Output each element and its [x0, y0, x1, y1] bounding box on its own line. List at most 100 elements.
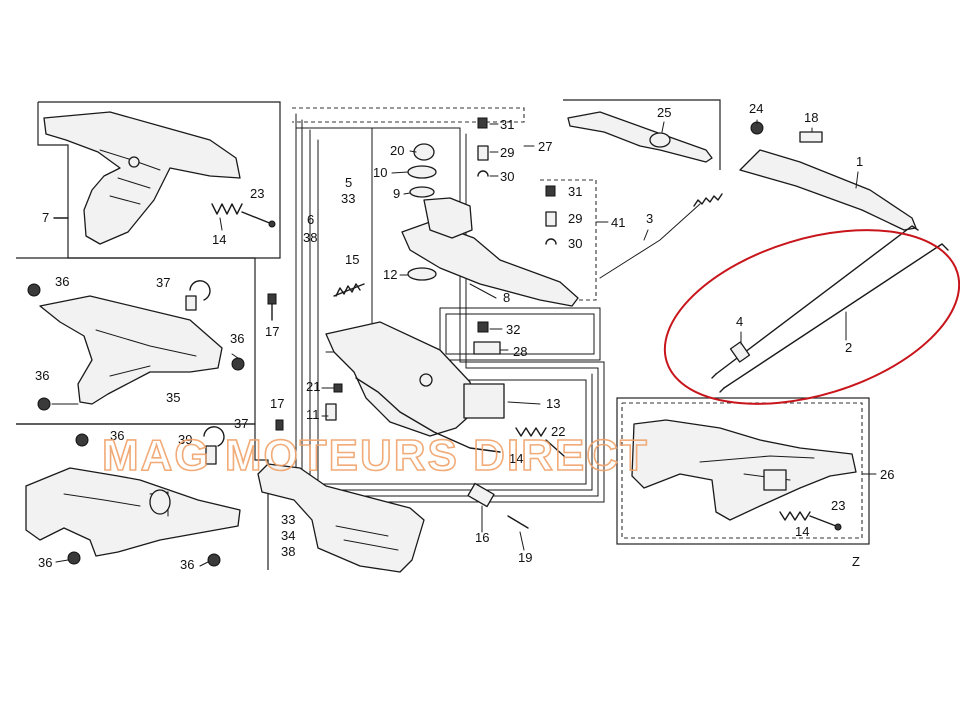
clamp-28: [473, 341, 501, 355]
harness-box-8-inner: [445, 313, 595, 355]
callout-c29a: 29: [500, 145, 514, 160]
screw-36-a: [27, 283, 41, 297]
cover-39: [25, 426, 241, 567]
callout-c9: 9: [393, 186, 400, 201]
leader-8: [469, 283, 497, 299]
callout-c11: 11: [306, 407, 320, 422]
callout-c1: 1: [856, 154, 863, 169]
callout-c14c: 14: [795, 524, 809, 539]
callout-c2: 2: [845, 340, 852, 355]
bolt-22: [545, 439, 565, 457]
screw-36-d: [75, 433, 89, 447]
leader-3: [643, 229, 649, 241]
callout-c34: 34: [281, 528, 295, 543]
callout-c22: 22: [551, 424, 565, 439]
lever-25-body: [567, 111, 713, 163]
leader-1: [855, 171, 859, 189]
plate-33: [257, 463, 425, 573]
cover-35-detail: [95, 329, 197, 377]
console-wire: [355, 377, 501, 453]
screw-36-c: [37, 397, 51, 411]
rod-2: [663, 225, 960, 405]
pivot-post: [419, 373, 433, 387]
cover-26: [631, 419, 877, 531]
lever-1: [739, 119, 917, 231]
washer-9: [409, 186, 435, 198]
callout-c38b: 38: [281, 544, 295, 559]
callout-c23a: 23: [250, 186, 264, 201]
washer-10: [407, 165, 437, 179]
leader-19: [519, 531, 525, 551]
cable-3-wire: [599, 203, 701, 279]
screw-36-b: [231, 357, 245, 371]
callout-c15: 15: [345, 252, 359, 267]
bolt-17-a: [267, 293, 277, 305]
console-assembly: [267, 283, 565, 551]
spring-14-top: [211, 203, 243, 215]
bracket-7-hole: [128, 156, 140, 168]
callout-c3: 3: [646, 211, 653, 226]
bolt-23-right: [809, 515, 837, 527]
clip-37-b: [203, 426, 225, 447]
spring-4: [729, 341, 751, 363]
lever-25-hub: [649, 132, 671, 148]
nut-20: [413, 143, 435, 161]
callout-c12: 12: [383, 267, 397, 282]
callout-c25: 25: [657, 105, 671, 120]
spring-14-right: [779, 511, 811, 521]
bolt-23-right-head: [834, 523, 842, 531]
callout-c21: 21: [306, 379, 320, 394]
leader-25: [661, 121, 665, 133]
callout-c17a: 17: [265, 324, 279, 339]
leader-14-top: [219, 217, 223, 231]
callout-c31b: 31: [568, 184, 582, 199]
cover-35-body: [39, 295, 223, 405]
bolt-23-top: [241, 211, 273, 225]
callout-c17b: 17: [270, 396, 284, 411]
callout-c7: 7: [42, 210, 49, 225]
callout-c24: 24: [749, 101, 763, 116]
callout-c33b: 33: [281, 512, 295, 527]
clip-30-a: [477, 170, 489, 177]
lever-25: [567, 111, 713, 163]
screw-36-f: [207, 553, 221, 567]
clip-37-a-stem: [185, 295, 197, 311]
cover-26-body: [631, 419, 857, 521]
leader-36-b: [231, 353, 239, 359]
rod-2-lower: [723, 243, 949, 389]
console-plate: [325, 321, 477, 437]
leader-13: [507, 401, 541, 405]
clip-30-b: [545, 238, 557, 245]
frame-bottom-left: [16, 423, 269, 570]
callout-c35: 35: [166, 390, 180, 405]
cable-3: [599, 193, 723, 279]
corner-code: Z: [852, 554, 860, 569]
harness-line-5: [325, 127, 373, 353]
cover-39-body: [25, 467, 241, 557]
highlight-circle: [663, 229, 960, 405]
callout-c10: 10: [373, 165, 387, 180]
bolt-32: [477, 321, 489, 333]
cover-26-clip: [763, 469, 787, 491]
lever-8-mount: [423, 197, 473, 239]
callout-c23b: 23: [831, 498, 845, 513]
callout-c13: 13: [546, 396, 560, 411]
cable-3-spring: [693, 193, 723, 207]
harness-line-2: [301, 119, 599, 497]
pin-18: [799, 131, 823, 143]
callout-c39: 39: [178, 432, 192, 447]
washer-12: [407, 267, 437, 281]
callout-c16: 16: [475, 530, 489, 545]
cover-35: [27, 280, 245, 411]
callout-c36e: 36: [38, 555, 52, 570]
watermark-text: MAG MOTEURS DIRECT: [102, 431, 649, 480]
frame-center-outer: [292, 107, 525, 123]
callout-c31a: 31: [500, 117, 514, 132]
bolt-23-head: [268, 220, 276, 228]
callout-c33a: 33: [341, 191, 355, 206]
callout-c38a: 38: [303, 230, 317, 245]
lever-1-body: [739, 149, 917, 231]
callout-c36c: 36: [35, 368, 49, 383]
